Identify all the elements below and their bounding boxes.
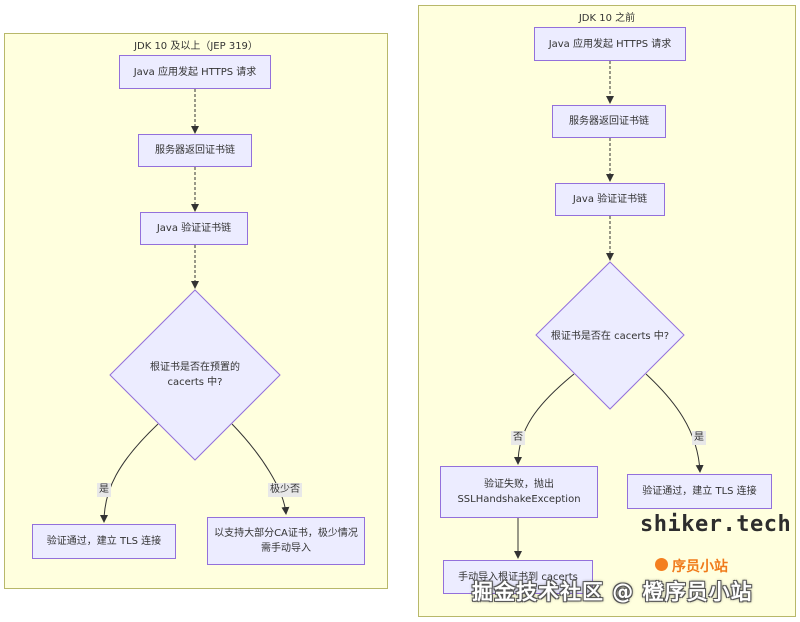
- right-server-chain-node: 服务器返回证书链: [552, 105, 666, 138]
- right-verify-node: Java 验证证书链: [555, 183, 665, 216]
- left-verify-node: Java 验证证书链: [140, 212, 248, 245]
- orange-icon: [655, 558, 668, 571]
- right-edge-label-no: 否: [511, 431, 525, 445]
- left-edge-label-yes: 是: [97, 483, 111, 497]
- decision-diamond-right: [535, 261, 685, 410]
- cluster-title-jdk10-plus: JDK 10 及以上（JEP 319）: [134, 41, 258, 52]
- cluster-title-before-jdk10: JDK 10 之前: [578, 13, 636, 24]
- right-manual-node: 手动导入根证书到 cacerts: [443, 560, 593, 594]
- site-watermark: shiker.tech: [640, 512, 792, 537]
- left-success-node: 验证通过，建立 TLS 连接: [32, 524, 176, 559]
- right-decision-text: 根证书是否在 cacerts 中?: [550, 330, 670, 342]
- left-decision-text: 根证书是否在预置的 cacerts 中?: [150, 362, 240, 388]
- edge-right-decision-fail: [514, 373, 575, 465]
- decision-diamond-left: [109, 289, 281, 461]
- left-server-chain-node: 服务器返回证书链: [138, 134, 252, 167]
- right-edge-label-yes: 是: [692, 431, 706, 445]
- right-success-node: 验证通过，建立 TLS 连接: [627, 474, 772, 509]
- right-request-node: Java 应用发起 HTTPS 请求: [534, 27, 686, 61]
- left-request-node: Java 应用发起 HTTPS 请求: [119, 55, 271, 89]
- footer-watermark: 掘金技术社区 @ 橙序员小站: [472, 580, 753, 604]
- brand-watermark: 序员小站: [672, 559, 728, 575]
- right-fail-node: 验证失败，抛出 SSLHandshakeException: [440, 466, 598, 518]
- edge-left-decision-rare: [231, 423, 290, 515]
- edge-right-decision-success: [645, 373, 704, 473]
- left-rare-node: 以支持大部分CA证书，极少情况需手动导入: [207, 517, 365, 565]
- left-edge-label-rarely-no: 极少否: [268, 483, 302, 497]
- edge-left-decision-success: [100, 423, 159, 523]
